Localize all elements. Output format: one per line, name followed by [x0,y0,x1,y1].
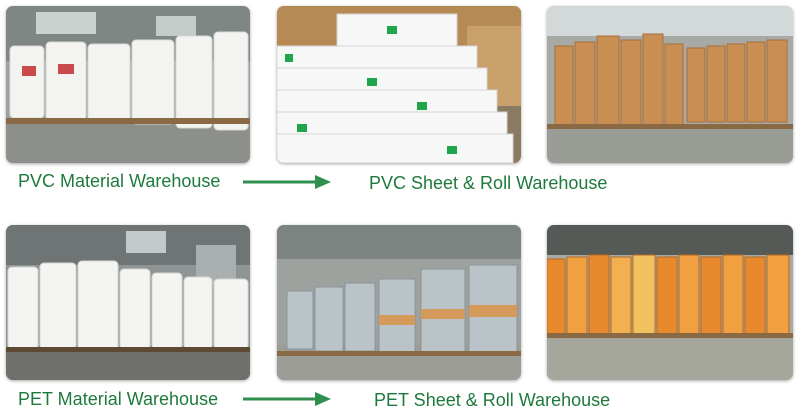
pet-material-warehouse-caption: PET Material Warehouse [18,389,219,409]
pvc-sheet-roll-warehouse-caption: PVC Sheet & Roll Warehouse [369,173,608,193]
right-arrow-icon [243,172,331,192]
pvc-material-warehouse-caption: PVC Material Warehouse [18,171,221,191]
pvc-material-warehouse-photo [6,6,250,163]
right-arrow-icon [243,389,331,409]
pet-sheet-roll-photo-1 [277,225,521,380]
pet-material-warehouse-photo [6,225,250,380]
pvc-sheet-roll-photo-2 [547,6,793,163]
pvc-sheet-roll-photo-1 [277,6,521,163]
pet-sheet-roll-warehouse-caption: PET Sheet & Roll Warehouse [374,390,611,410]
pet-sheet-roll-photo-2 [547,225,793,380]
